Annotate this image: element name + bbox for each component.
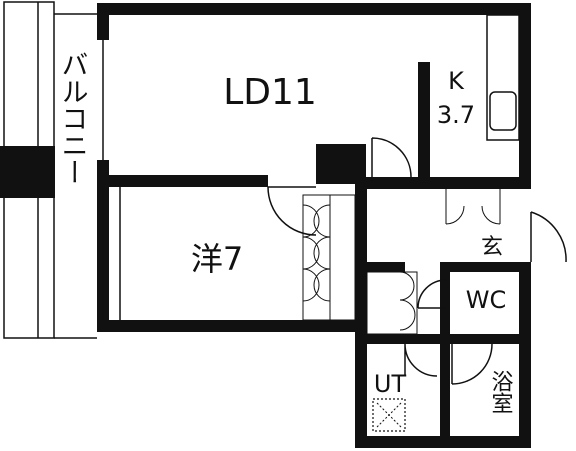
windows	[102, 40, 121, 320]
kitchen-counter	[486, 14, 520, 141]
room-label-ld: LD11	[223, 72, 317, 113]
balcony-partition	[0, 146, 55, 198]
doors	[267, 137, 567, 385]
room-label-western: 洋7	[191, 240, 243, 278]
walls	[97, 3, 531, 448]
room-label-ut: UT	[374, 370, 407, 398]
room-label-bath: 浴室	[488, 370, 514, 414]
closet-doors	[302, 194, 356, 321]
room-label-kitchen: K	[448, 67, 465, 95]
room-label-kitchen-size: 3.7	[437, 101, 475, 129]
balcony-label: バルコニー	[57, 51, 88, 186]
room-label-entrance: 玄	[481, 235, 503, 260]
room-label-wc: WC	[466, 286, 507, 314]
washer-pan	[372, 398, 406, 432]
balcony: バルコニー	[0, 1, 97, 339]
